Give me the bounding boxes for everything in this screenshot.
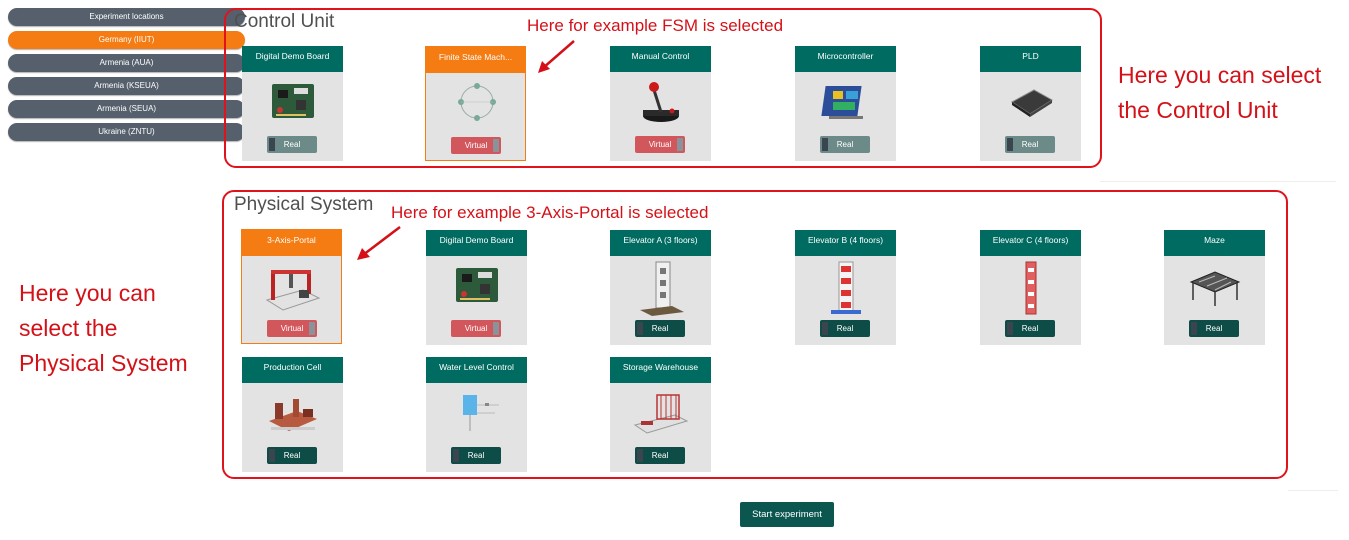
- mode-real-button[interactable]: Real: [1189, 320, 1239, 337]
- elevator-icon: [980, 260, 1081, 320]
- cu-tile-pld[interactable]: PLD Real: [980, 46, 1081, 161]
- ps-tile-elevator-c[interactable]: Elevator C (4 floors) Real: [980, 230, 1081, 345]
- elevator-icon: [610, 260, 711, 320]
- mode-real-button[interactable]: Real: [451, 447, 501, 464]
- ps-annotation: Here you can select the Physical System: [19, 276, 188, 381]
- cu-tile-digital-demo-board[interactable]: Digital Demo Board Real: [242, 46, 343, 161]
- control-unit-section: [224, 8, 1102, 168]
- tile-label: Manual Control: [610, 46, 711, 72]
- circuit-board-icon: [426, 260, 527, 320]
- ps-tile-digital-demo-board[interactable]: Digital Demo Board Virtual: [426, 230, 527, 345]
- cu-annotation: Here you can select the Control Unit: [1118, 58, 1321, 128]
- elevator-icon: [795, 260, 896, 320]
- location-header[interactable]: Experiment locations: [8, 8, 245, 26]
- location-armenia-aua[interactable]: Armenia (AUA): [8, 54, 245, 72]
- cu-tile-manual-control[interactable]: Manual Control Virtual: [610, 46, 711, 161]
- location-ukraine-zntu[interactable]: Ukraine (ZNTU): [8, 123, 245, 141]
- production-cell-icon: [242, 387, 343, 447]
- tile-label: PLD: [980, 46, 1081, 72]
- maze-icon: [1164, 260, 1265, 320]
- ps-annotation-line-3: Physical System: [19, 350, 188, 376]
- ps-tile-elevator-a[interactable]: Elevator A (3 floors) Real: [610, 230, 711, 345]
- tile-label: Finite State Mach...: [426, 47, 525, 73]
- divider: [1100, 181, 1336, 182]
- control-unit-title: Control Unit: [234, 11, 335, 32]
- chip-icon: [980, 76, 1081, 136]
- physical-system-section: [222, 190, 1288, 479]
- portal-icon: [242, 260, 343, 320]
- water-tank-icon: [426, 387, 527, 447]
- ps-tile-elevator-b[interactable]: Elevator B (4 floors) Real: [795, 230, 896, 345]
- ps-tile-production-cell[interactable]: Production Cell Real: [242, 357, 343, 472]
- arrow-icon: [538, 40, 575, 73]
- tile-label: Storage Warehouse: [610, 357, 711, 383]
- tile-label: Elevator B (4 floors): [795, 230, 896, 256]
- arrow-icon: [357, 226, 401, 260]
- tile-label: Elevator C (4 floors): [980, 230, 1081, 256]
- mode-real-button[interactable]: Real: [635, 320, 685, 337]
- location-germany-iiut[interactable]: Germany (IIUT): [8, 31, 245, 49]
- tile-label: Digital Demo Board: [242, 46, 343, 72]
- cu-annotation-line-2: the Control Unit: [1118, 97, 1278, 123]
- physical-system-title: Physical System: [234, 194, 374, 215]
- joystick-icon: [610, 76, 711, 136]
- tile-label: Maze: [1164, 230, 1265, 256]
- mode-virtual-button[interactable]: Virtual: [451, 137, 501, 154]
- mode-real-button[interactable]: Real: [820, 136, 870, 153]
- cu-tile-microcontroller[interactable]: Microcontroller Real: [795, 46, 896, 161]
- circuit-board-icon: [242, 76, 343, 136]
- cu-tile-finite-state-machine[interactable]: Finite State Mach... Virtual: [425, 46, 526, 161]
- portal-annotation: Here for example 3-Axis-Portal is select…: [391, 203, 709, 222]
- mode-real-button[interactable]: Real: [1005, 136, 1055, 153]
- mode-real-button[interactable]: Real: [635, 447, 685, 464]
- location-armenia-seua[interactable]: Armenia (SEUA): [8, 100, 245, 118]
- state-machine-icon: [426, 77, 527, 137]
- mode-virtual-button[interactable]: Virtual: [635, 136, 685, 153]
- ps-annotation-line-2: select the: [19, 315, 118, 341]
- ps-tile-water-level-control[interactable]: Water Level Control Real: [426, 357, 527, 472]
- location-sidebar: Experiment locations Germany (IIUT) Arme…: [8, 8, 245, 146]
- divider: [1288, 490, 1338, 491]
- mode-real-button[interactable]: Real: [820, 320, 870, 337]
- cu-annotation-line-1: Here you can select: [1118, 62, 1322, 88]
- warehouse-icon: [610, 387, 711, 447]
- microcontroller-icon: [795, 76, 896, 136]
- ps-tile-3-axis-portal[interactable]: 3-Axis-Portal Virtual: [241, 229, 342, 344]
- tile-label: Production Cell: [242, 357, 343, 383]
- tile-label: Microcontroller: [795, 46, 896, 72]
- location-armenia-kseua[interactable]: Armenia (KSEUA): [8, 77, 245, 95]
- mode-real-button[interactable]: Real: [267, 447, 317, 464]
- tile-label: Elevator A (3 floors): [610, 230, 711, 256]
- ps-tile-storage-warehouse[interactable]: Storage Warehouse Real: [610, 357, 711, 472]
- ps-annotation-line-1: Here you can: [19, 280, 156, 306]
- mode-real-button[interactable]: Real: [267, 136, 317, 153]
- ps-tile-maze[interactable]: Maze Real: [1164, 230, 1265, 345]
- tile-label: Digital Demo Board: [426, 230, 527, 256]
- start-experiment-button[interactable]: Start experiment: [740, 502, 834, 527]
- mode-virtual-button[interactable]: Virtual: [267, 320, 317, 337]
- tile-label: 3-Axis-Portal: [242, 230, 341, 256]
- fsm-annotation: Here for example FSM is selected: [527, 16, 784, 35]
- mode-virtual-button[interactable]: Virtual: [451, 320, 501, 337]
- mode-real-button[interactable]: Real: [1005, 320, 1055, 337]
- tile-label: Water Level Control: [426, 357, 527, 383]
